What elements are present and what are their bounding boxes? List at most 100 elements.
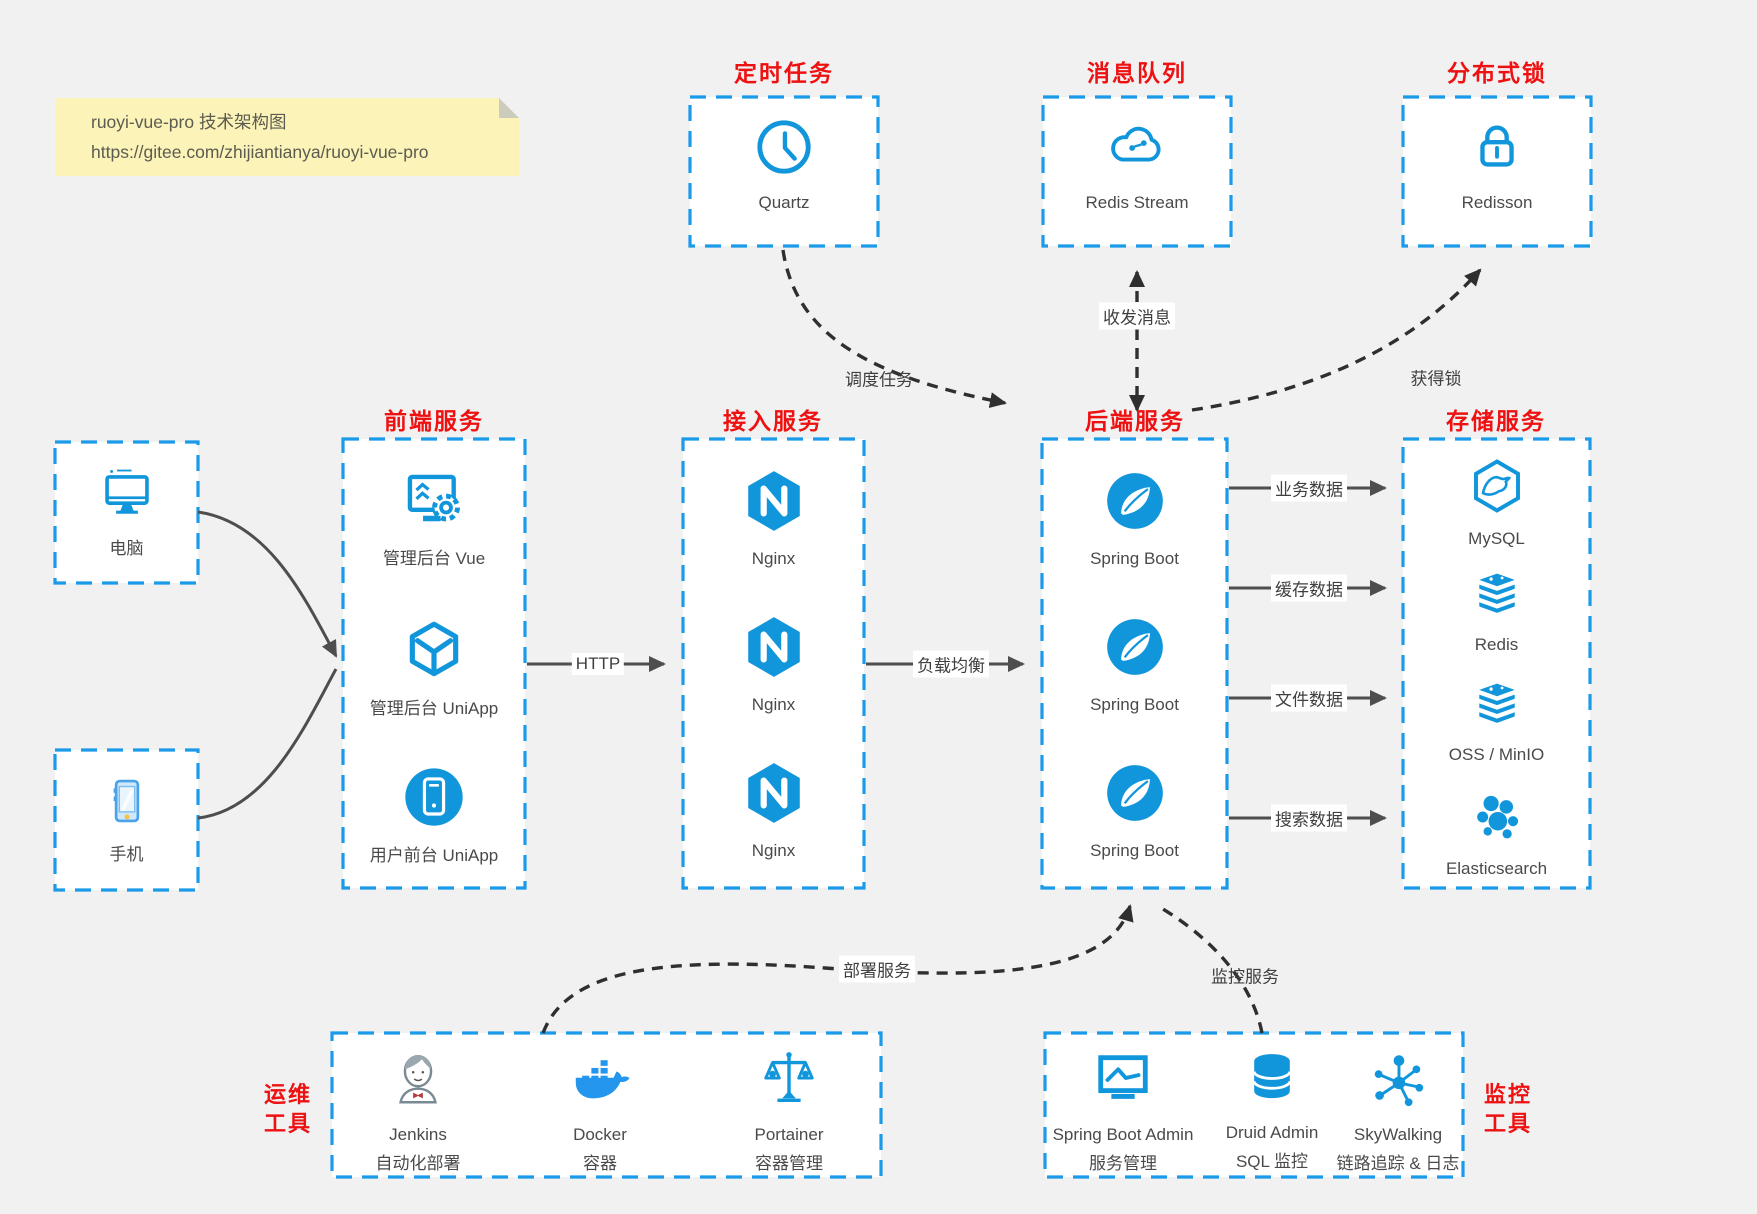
edge-phone-to-frontend <box>197 668 338 820</box>
note-title: ruoyi-vue-pro 技术架构图 <box>91 112 287 132</box>
title-storage: 存储服务 <box>1446 408 1546 434</box>
cloud-mq-icon <box>1105 116 1169 183</box>
quartz-label: Quartz <box>758 193 810 212</box>
redis-stream-label: Redis Stream <box>1085 193 1189 212</box>
node-quartz: Quartz <box>690 116 878 214</box>
jenkins-label: Jenkins <box>389 1125 447 1144</box>
elasticsearch-label: Elasticsearch <box>1445 859 1548 878</box>
nginx-icon <box>741 760 807 831</box>
nginx-label: Nginx <box>751 695 796 714</box>
portainer-sublabel: 容器管理 <box>755 1154 823 1174</box>
portainer-label: Portainer <box>754 1125 824 1144</box>
node-portainer: Portainer 容器管理 <box>714 1048 864 1173</box>
computer-icon <box>98 466 156 529</box>
edge-label-business-data: 业务数据 <box>1271 474 1347 502</box>
nginx-icon <box>741 614 807 685</box>
edge-monitor-service <box>1157 904 1264 1034</box>
node-nginx-3: Nginx <box>683 760 864 862</box>
ops-side-title: 运维 工具 <box>263 1082 312 1137</box>
edge-label-monitor: 监控服务 <box>1211 967 1279 987</box>
edge-label-lock: 获得锁 <box>1410 369 1462 389</box>
title-gateway: 接入服务 <box>723 408 823 434</box>
edge-deploy-service <box>541 904 1134 1034</box>
note-fold-corner <box>499 98 519 118</box>
redisson-box <box>1401 95 1593 248</box>
node-skywalking: SkyWalking 链路追踪 & 日志 <box>1323 1048 1473 1173</box>
node-redisson: Redisson <box>1403 116 1591 214</box>
spring-label: Spring Boot <box>1090 549 1179 568</box>
edge-label-http: HTTP <box>571 653 625 675</box>
edge-acquire-lock <box>1191 268 1482 412</box>
sba-label: Spring Boot Admin <box>1052 1125 1194 1144</box>
node-admin-uniapp: 管理后台 UniApp <box>343 618 525 720</box>
edge-schedule-task <box>781 249 1007 409</box>
edge-pc-to-frontend <box>197 510 338 658</box>
redis-stack-icon <box>1469 566 1525 625</box>
node-docker: Docker 容器 <box>525 1048 675 1173</box>
skywalking-icon <box>1367 1048 1429 1115</box>
skywalking-sublabel: 链路追踪 & 日志 <box>1336 1154 1460 1174</box>
edge-label-search-data: 搜索数据 <box>1271 804 1347 832</box>
node-pc: 电脑 <box>55 466 198 560</box>
redis-label: Redis <box>1474 635 1519 654</box>
clock-icon <box>753 116 815 183</box>
title-frontend: 前端服务 <box>384 408 484 434</box>
lock-icon <box>1466 116 1528 183</box>
portainer-icon <box>758 1048 820 1115</box>
edge-label-load-balance: 负载均衡 <box>913 650 989 678</box>
oss-minio-label: OSS / MinIO <box>1448 745 1545 764</box>
edge-label-mq: 收发消息 <box>1099 302 1175 330</box>
nginx-label: Nginx <box>751 841 796 860</box>
edge-label-cache-data: 缓存数据 <box>1271 574 1347 602</box>
skywalking-label: SkyWalking <box>1353 1125 1443 1144</box>
edge-label-file-data: 文件数据 <box>1271 684 1347 712</box>
admin-uniapp-label: 管理后台 UniApp <box>369 699 499 718</box>
node-oss-minio: OSS / MinIO <box>1403 676 1590 766</box>
edge-label-deploy: 部署服务 <box>839 955 915 983</box>
elasticsearch-icon <box>1469 790 1525 849</box>
admin-vue-icon <box>399 468 469 539</box>
node-spring-2: Spring Boot <box>1042 614 1227 716</box>
node-redis-stream: Redis Stream <box>1043 116 1231 214</box>
mysql-icon <box>1469 458 1525 519</box>
title-scheduled-job: 定时任务 <box>734 60 834 86</box>
sba-sublabel: 服务管理 <box>1089 1154 1157 1174</box>
docker-label: Docker <box>573 1125 627 1144</box>
title-distributed-lock: 分布式锁 <box>1447 60 1547 86</box>
docker-sublabel: 容器 <box>583 1154 617 1174</box>
spring-label: Spring Boot <box>1090 695 1179 714</box>
spring-icon <box>1102 760 1168 831</box>
user-uniapp-label: 用户前台 UniApp <box>369 846 499 865</box>
node-mysql: MySQL <box>1403 458 1590 550</box>
note-url: https://gitee.com/zhijiantianya/ruoyi-vu… <box>91 142 429 163</box>
sticky-note: ruoyi-vue-pro 技术架构图 https://gitee.com/zh… <box>55 98 519 177</box>
node-nginx-1: Nginx <box>683 468 864 570</box>
node-jenkins: Jenkins 自动化部署 <box>343 1048 493 1173</box>
title-message-queue: 消息队列 <box>1087 60 1187 86</box>
node-elasticsearch: Elasticsearch <box>1403 790 1590 880</box>
node-druid-admin: Druid Admin SQL 监控 <box>1197 1048 1347 1171</box>
uniapp-cube-icon <box>401 618 467 689</box>
title-backend: 后端服务 <box>1085 408 1185 434</box>
nginx-label: Nginx <box>751 549 796 568</box>
mysql-label: MySQL <box>1468 529 1525 548</box>
redisson-label: Redisson <box>1461 193 1533 212</box>
spring-icon <box>1102 614 1168 685</box>
node-spring-boot-admin: Spring Boot Admin 服务管理 <box>1048 1048 1198 1173</box>
node-phone: 手机 <box>55 772 198 866</box>
node-spring-3: Spring Boot <box>1042 760 1227 862</box>
jenkins-sublabel: 自动化部署 <box>375 1154 461 1174</box>
druid-sublabel: SQL 监控 <box>1235 1152 1309 1172</box>
phone-icon <box>98 772 156 835</box>
jenkins-icon <box>387 1048 449 1115</box>
node-admin-vue: 管理后台 Vue <box>343 468 525 570</box>
phone-label: 手机 <box>109 845 144 864</box>
druid-label: Druid Admin <box>1225 1123 1319 1142</box>
oss-stack-icon <box>1469 676 1525 735</box>
monitor-side-title: 监控 工具 <box>1483 1082 1532 1137</box>
node-redis: Redis <box>1403 566 1590 656</box>
spring-icon <box>1102 468 1168 539</box>
edge-label-schedule: 调度任务 <box>845 370 913 390</box>
mq-box <box>1041 95 1233 248</box>
